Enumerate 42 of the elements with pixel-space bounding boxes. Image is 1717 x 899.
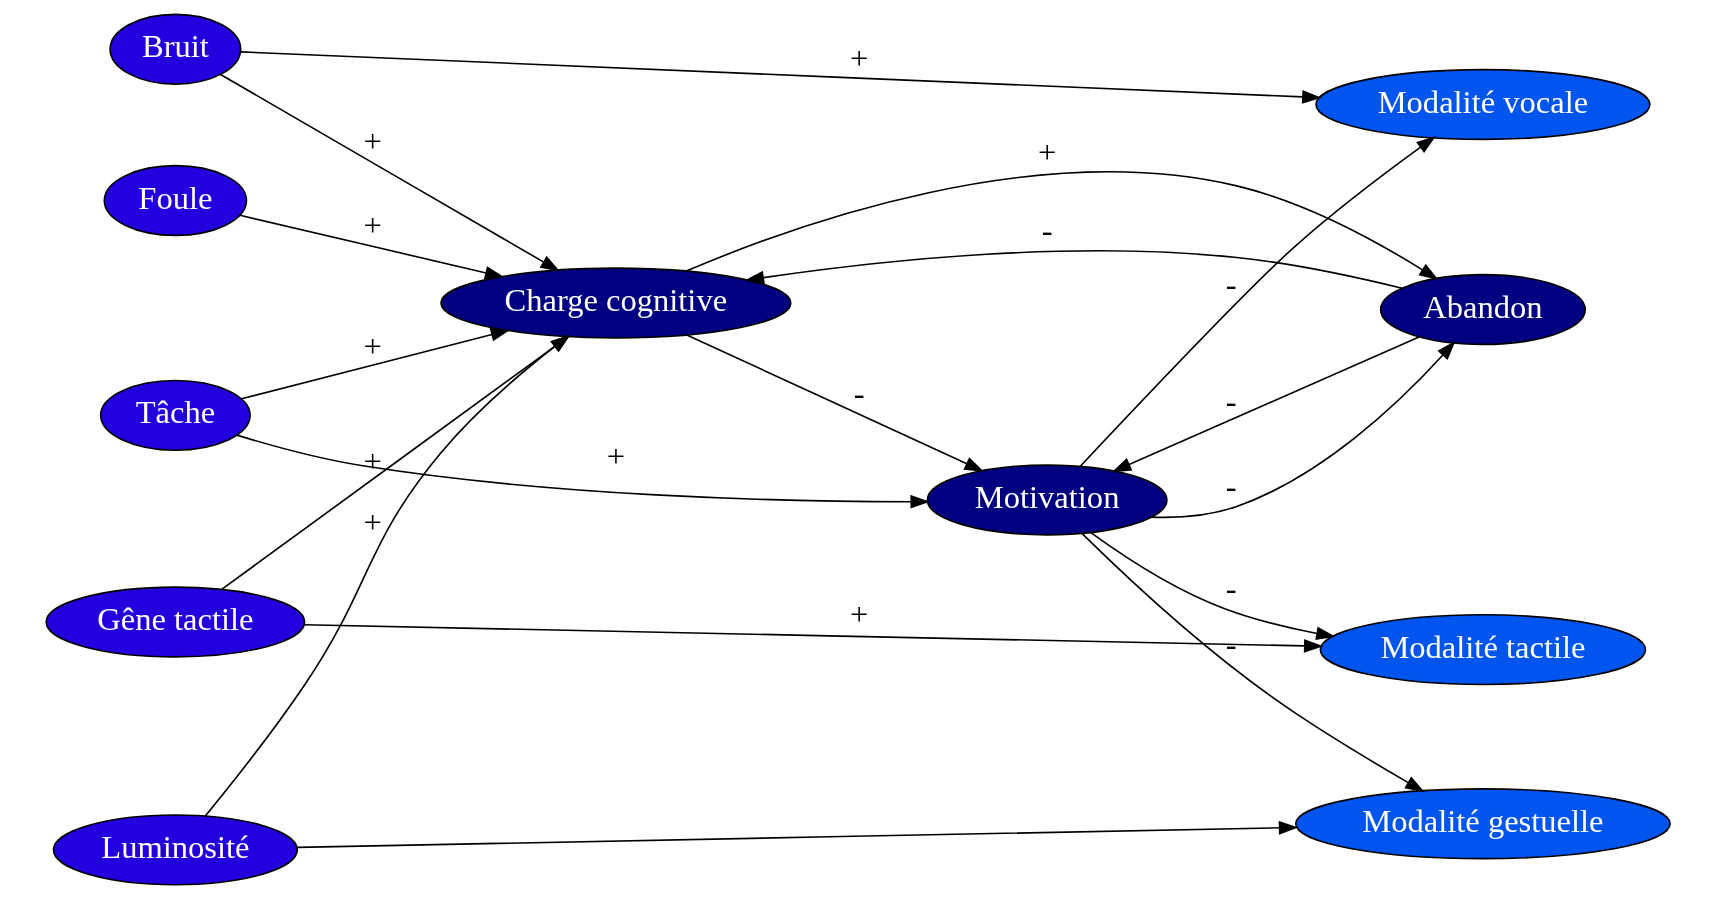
arrow	[236, 434, 930, 509]
edge-label: -	[1225, 383, 1237, 420]
node-ellipse: Bruit	[109, 13, 242, 85]
edge-label: +	[849, 596, 869, 633]
node-ellipse: Modalité gestuelle	[1294, 788, 1671, 860]
arrow	[684, 171, 1439, 281]
node-ellipse: Motivation	[926, 464, 1168, 536]
node-ellipse: Foule	[103, 164, 248, 237]
edge-label: +	[606, 438, 626, 475]
arrow	[204, 334, 570, 817]
arrow	[296, 821, 1299, 849]
arrow	[220, 334, 571, 591]
node-ellipse: Abandon	[1379, 273, 1587, 346]
arrow	[744, 250, 1403, 290]
arrow	[303, 623, 1324, 653]
arrow	[1150, 340, 1456, 519]
edge-label: -	[1225, 467, 1237, 504]
node-ellipse: Modalité tactile	[1319, 613, 1647, 686]
node-ellipse: Luminosité	[52, 814, 299, 886]
arrow	[240, 51, 1322, 104]
edge-label: +	[363, 207, 382, 244]
edge-label: +	[849, 39, 869, 76]
arrow	[1079, 136, 1436, 468]
edge-label: -	[1225, 625, 1237, 662]
node-ellipse: Modalité vocale	[1315, 68, 1651, 141]
arrow	[239, 214, 505, 280]
edge-label: -	[853, 374, 865, 411]
node-ellipse: Gêne tactile	[45, 586, 306, 658]
arrow	[1111, 336, 1420, 473]
edge-label: -	[1225, 570, 1237, 607]
arrow	[685, 333, 985, 472]
edge-label: +	[363, 122, 382, 159]
edge-label: -	[1041, 212, 1053, 249]
node-ellipse: Tâche	[99, 379, 251, 452]
arrow	[1089, 531, 1336, 641]
arrow	[240, 328, 511, 400]
edge-label: +	[363, 327, 382, 364]
arrow	[219, 73, 561, 272]
edge-label: +	[1037, 134, 1057, 171]
arrow	[1080, 532, 1425, 793]
edge-label: +	[363, 503, 382, 540]
edge-label: -	[1225, 265, 1237, 302]
